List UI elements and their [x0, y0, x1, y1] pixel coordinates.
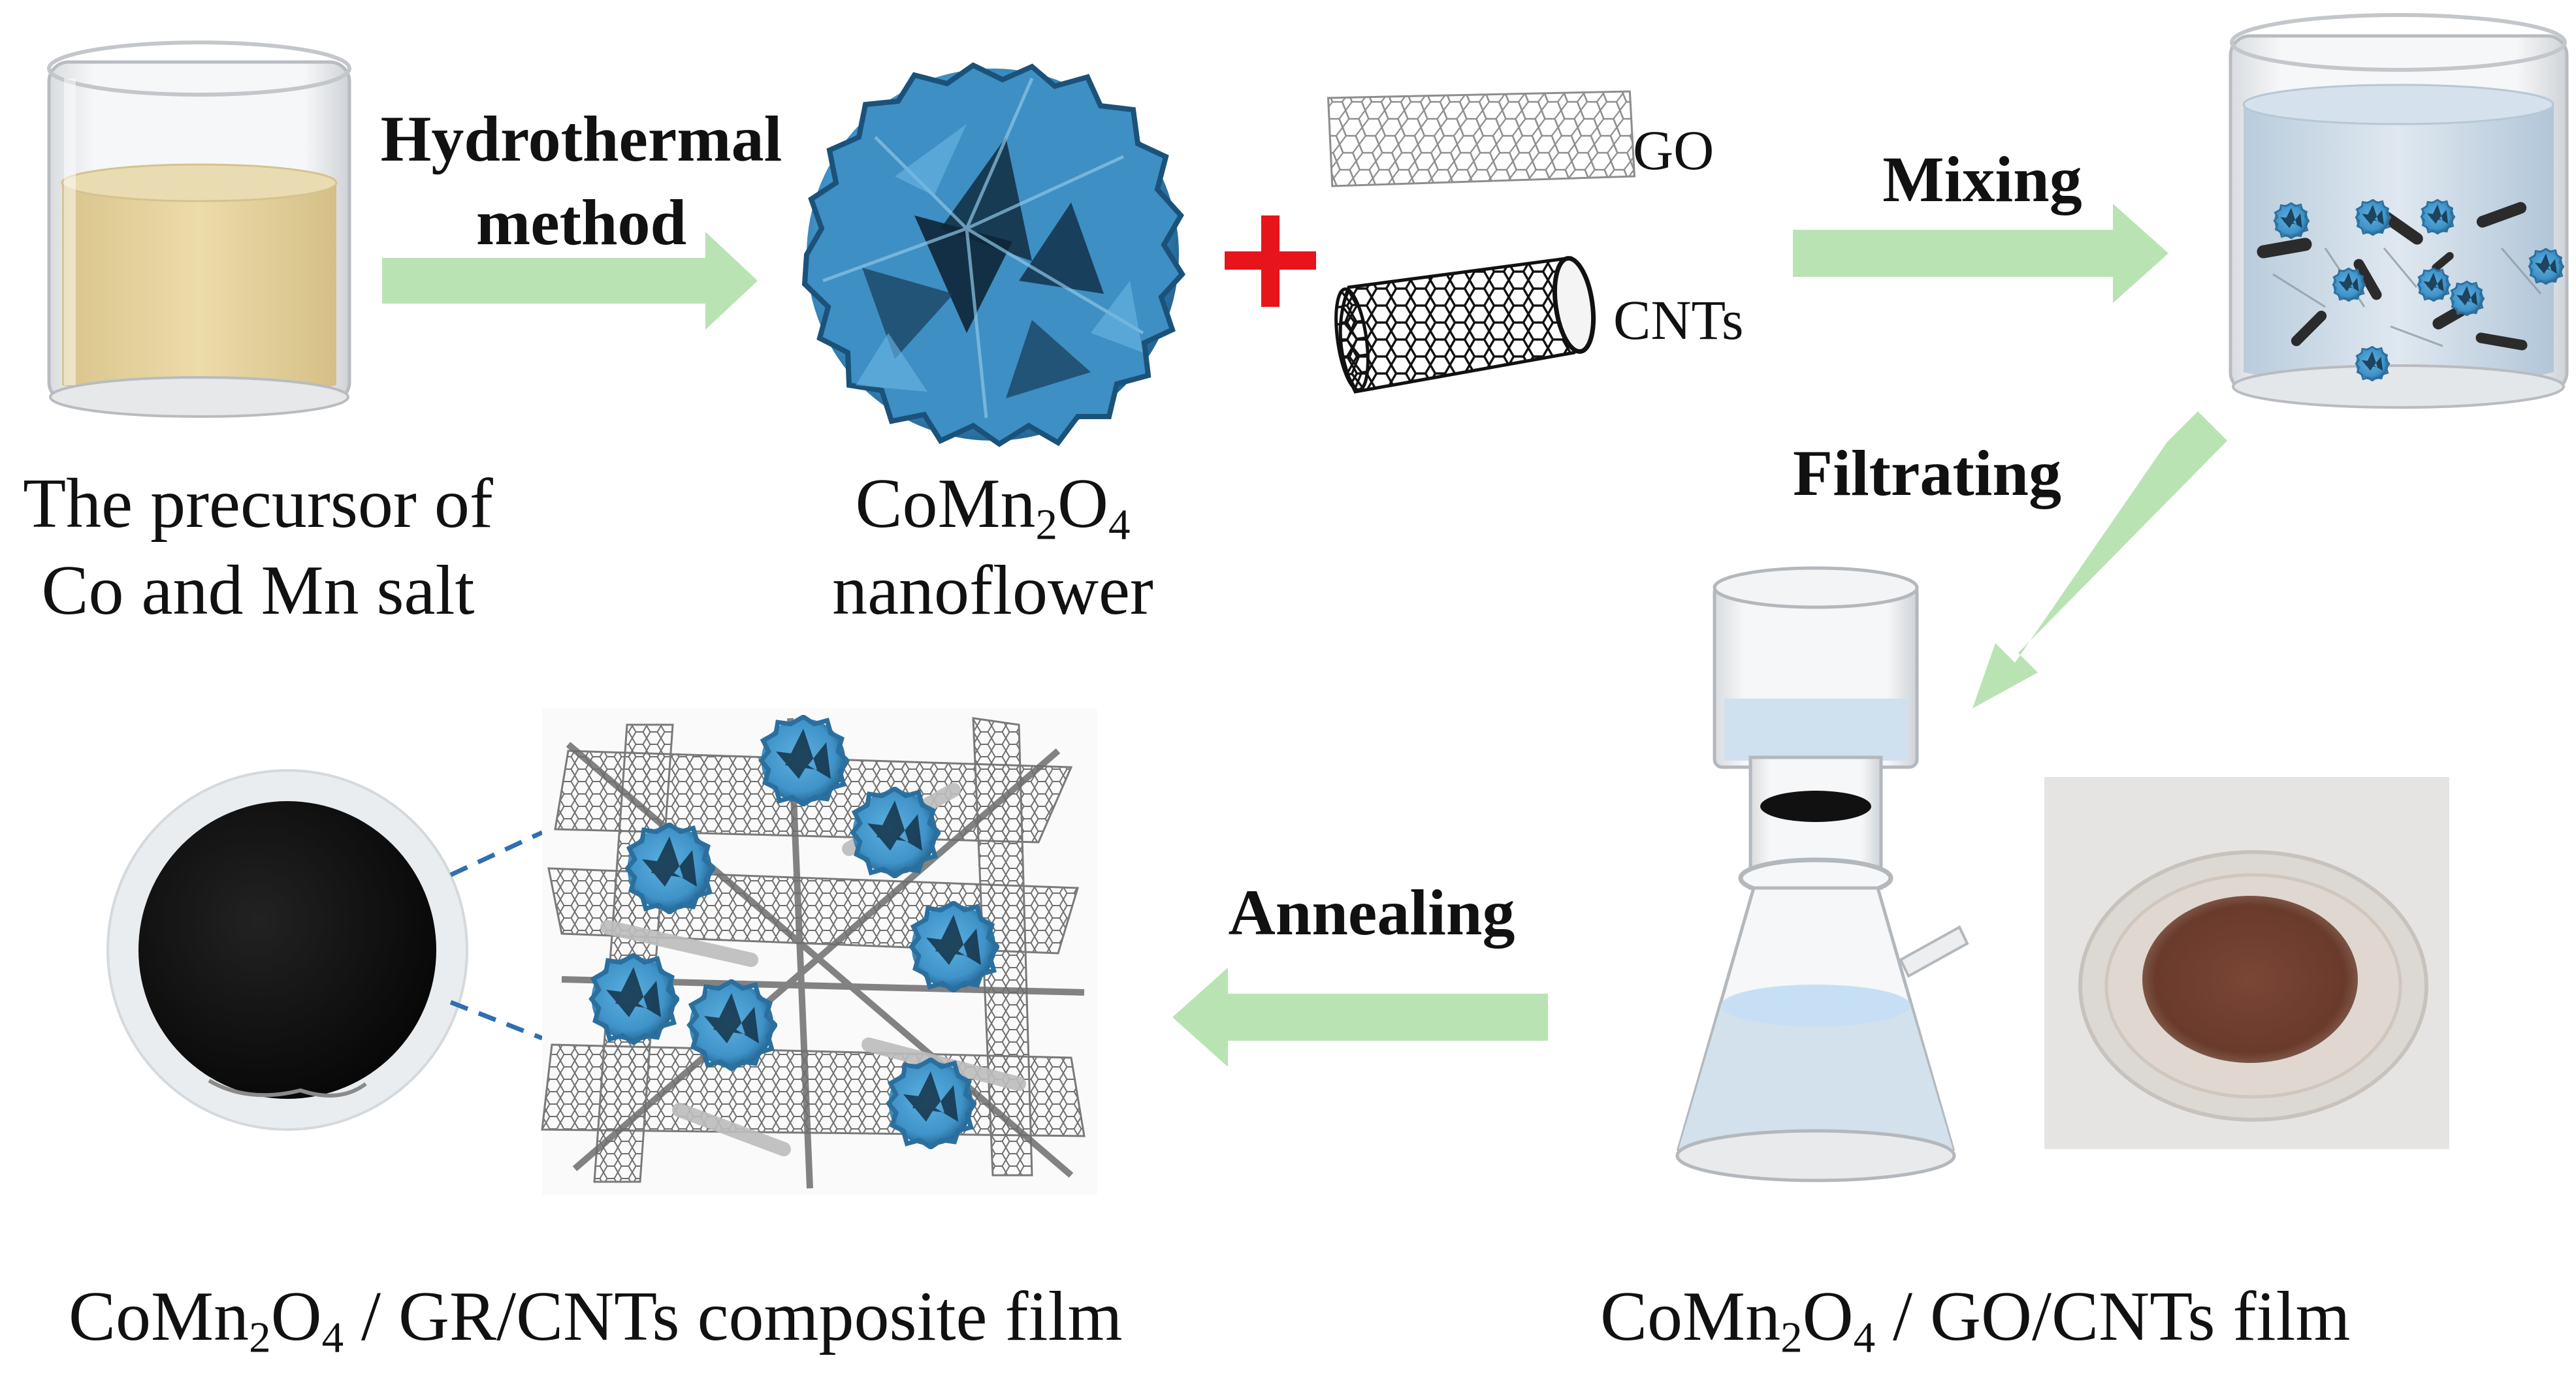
go-cnts-film-label: CoMn2O4 / GO/CNTs film	[1600, 1278, 2351, 1362]
nanoflower-label: nanoflower	[832, 552, 1153, 629]
arrow-annealing	[1172, 968, 1548, 1067]
cnt-tube	[1334, 256, 1596, 394]
arrow-hydrothermal	[382, 232, 758, 330]
mixture-beaker	[2229, 13, 2569, 409]
plus-sign	[1225, 215, 1316, 307]
precursor-beaker	[47, 40, 351, 418]
filtrating-label: Filtrating	[1793, 437, 2062, 509]
mixing-label: Mixing	[1882, 143, 2082, 215]
nanoflower-illustration	[801, 62, 1185, 447]
hydrothermal-label-line2: method	[475, 186, 687, 259]
composite-film-label: CoMn2O4 / GR/CNTs composite film	[69, 1278, 1123, 1362]
zoom-lines	[449, 830, 543, 1041]
precursor-label-line1: The precursor of	[23, 465, 493, 543]
go-label: GO	[1633, 119, 1715, 182]
hydrothermal-label-line1: Hydrothermal	[380, 103, 782, 175]
filtration-apparatus	[1675, 566, 1969, 1182]
arrow-mixing	[1793, 204, 2168, 303]
composite-network	[541, 708, 1097, 1195]
go-sheet	[1327, 90, 1636, 187]
go-cnts-film-photo	[2044, 777, 2449, 1149]
annealing-label: Annealing	[1228, 876, 1515, 949]
nanoflower-formula: CoMn2O4	[855, 465, 1131, 549]
cnts-label: CNTs	[1613, 289, 1744, 351]
composite-film-disc	[106, 769, 468, 1131]
arrow-filtrating	[1972, 411, 2227, 708]
precursor-label-line2: Co and Mn salt	[41, 552, 475, 629]
